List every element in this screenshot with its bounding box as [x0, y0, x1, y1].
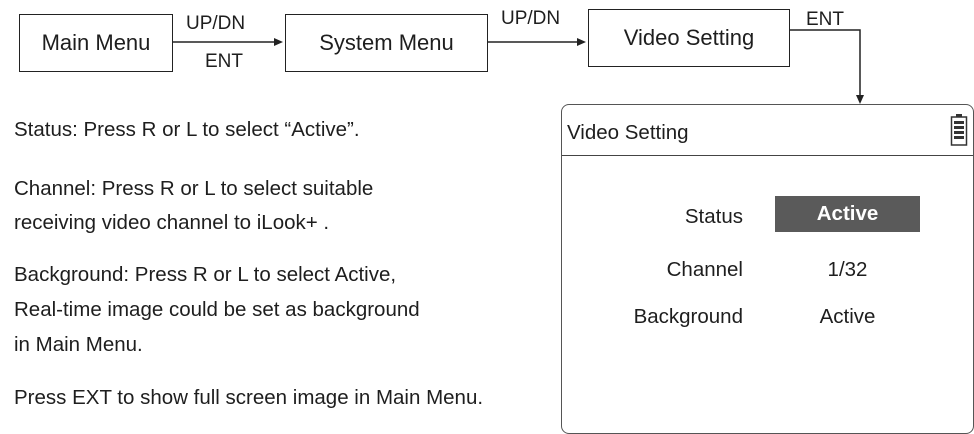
ext-instruction: Press EXT to show full screen image in M… — [14, 386, 484, 409]
system-menu-box: System Menu — [285, 14, 488, 72]
screen-title: Video Setting — [567, 121, 689, 144]
channel-value[interactable]: 1/32 — [827, 258, 868, 281]
background-instruction-line-3: in Main Menu. — [14, 333, 143, 356]
background-instruction-line-1: Background: Press R or L to select Activ… — [14, 263, 397, 286]
ent-label-2: ENT — [806, 9, 844, 30]
updn-label-2: UP/DN — [501, 8, 561, 29]
flow-connectors — [173, 29, 864, 104]
ent-label-1: ENT — [205, 51, 243, 72]
channel-instruction-line-1: Channel: Press R or L to select suitable — [14, 177, 374, 200]
arrowhead-1 — [274, 38, 283, 46]
battery-icon — [950, 114, 968, 146]
status-instruction: Status: Press R or L to select “Active”. — [14, 118, 360, 141]
channel-instruction-line-2: receiving video channel to iLook+ . — [14, 211, 330, 234]
screen-header: Video Setting — [562, 105, 973, 156]
main-menu-box: Main Menu — [19, 14, 173, 72]
video-setting-box: Video Setting — [588, 9, 790, 67]
background-value[interactable]: Active — [819, 305, 876, 328]
system-menu-label: System Menu — [319, 30, 454, 55]
video-setting-label: Video Setting — [623, 25, 755, 50]
arrow-video-to-panel — [790, 29, 861, 98]
updn-label-1: UP/DN — [186, 13, 246, 34]
background-instruction-line-2: Real-time image could be set as backgrou… — [14, 298, 420, 321]
arrowhead-2 — [577, 38, 586, 46]
status-label: Status — [684, 205, 743, 228]
background-label: Background — [633, 305, 743, 328]
status-value[interactable]: Active — [775, 196, 920, 232]
arrowhead-3 — [856, 95, 864, 104]
main-menu-label: Main Menu — [41, 30, 151, 55]
video-setting-screen: Video Setting Status Active Channel 1/32… — [561, 104, 974, 434]
channel-label: Channel — [666, 258, 743, 281]
